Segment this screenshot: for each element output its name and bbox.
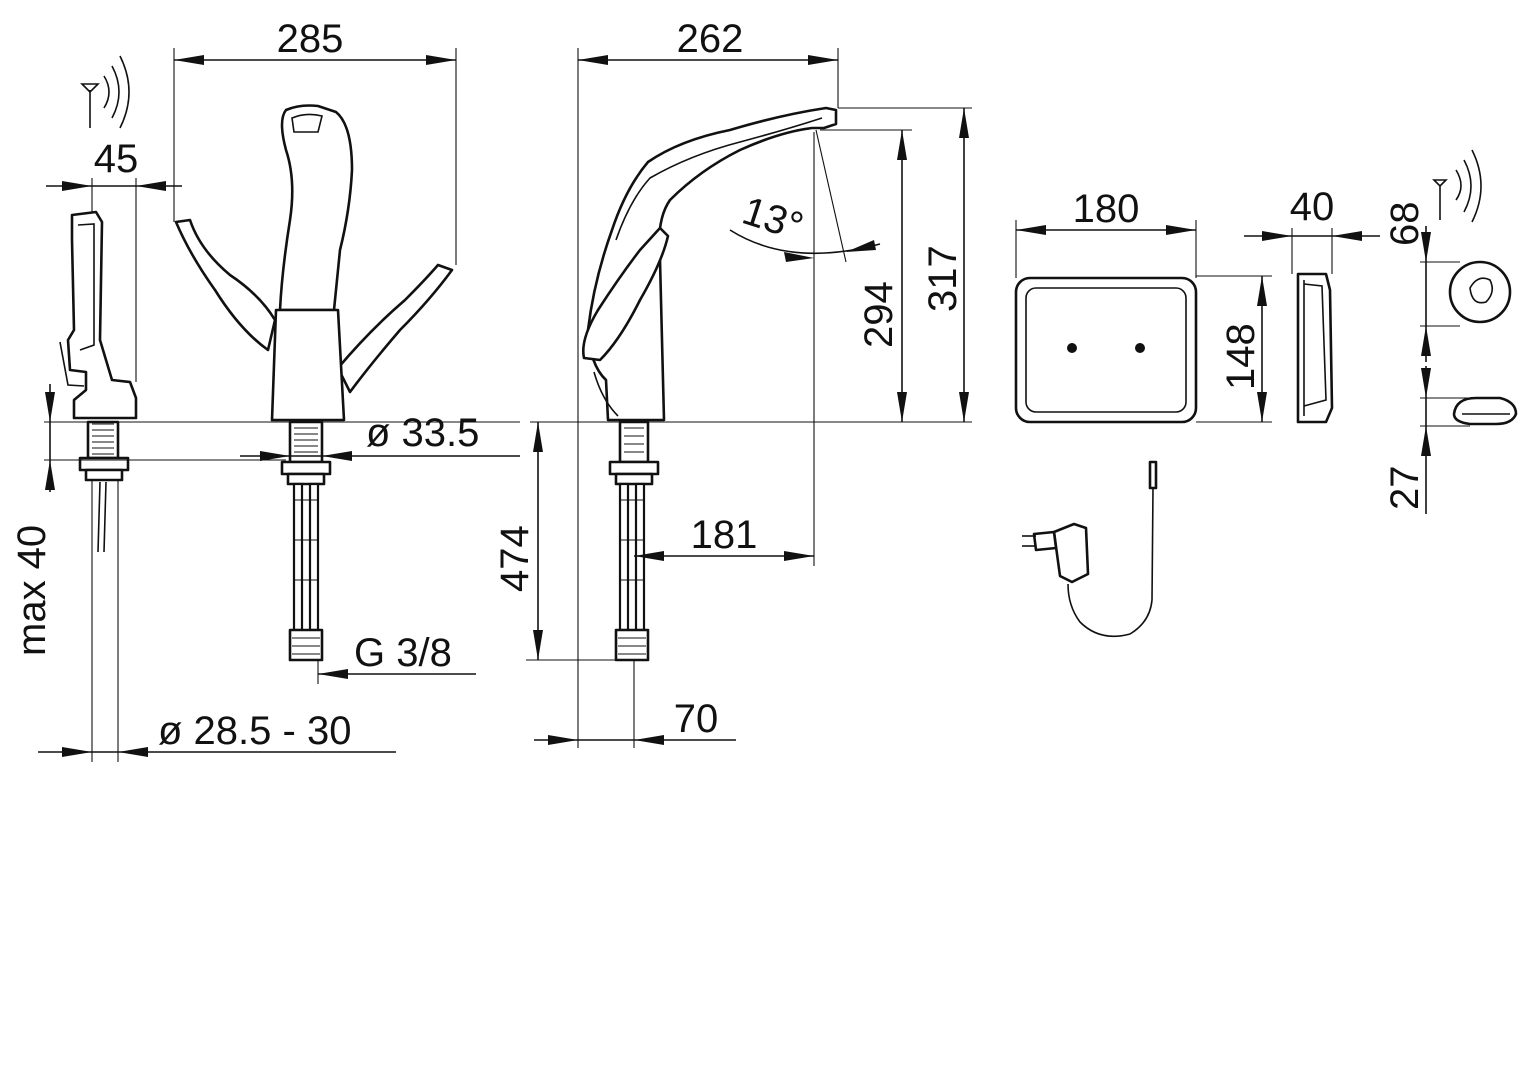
dim-spout-reach: 181 bbox=[691, 513, 758, 557]
dim-base-offset: 70 bbox=[674, 697, 719, 741]
dim-total-height: 317 bbox=[921, 245, 965, 312]
dim-sensor-offset: 45 bbox=[94, 137, 139, 181]
battery-box-side: 40 bbox=[1244, 185, 1380, 424]
dim-sensor-diameter: 68 bbox=[1383, 202, 1427, 247]
dim-hose-length: 474 bbox=[493, 525, 537, 592]
wireless-antenna-icon bbox=[80, 55, 130, 129]
dim-battery-width: 180 bbox=[1073, 187, 1140, 231]
dim-max-thickness: max 40 bbox=[10, 525, 54, 656]
sensor-profile bbox=[59, 210, 138, 553]
dim-outlet-height: 294 bbox=[857, 281, 901, 348]
dim-battery-height: 148 bbox=[1219, 323, 1263, 390]
dim-sensor-height: 27 bbox=[1383, 466, 1427, 511]
faucet-front bbox=[174, 104, 454, 662]
battery-box-front: 180 148 bbox=[1014, 187, 1272, 424]
dim-hole-diameter: ø 33.5 bbox=[366, 411, 479, 455]
side-view: 262 13° 294 317 474 181 bbox=[493, 17, 972, 748]
power-adapter bbox=[1022, 460, 1158, 638]
dim-hole-range: ø 28.5 - 30 bbox=[158, 709, 351, 753]
dim-battery-depth: 40 bbox=[1290, 185, 1335, 229]
screw-hole-icon bbox=[1067, 343, 1077, 353]
wireless-antenna-icon bbox=[1432, 149, 1482, 223]
dim-width-total: 285 bbox=[277, 17, 344, 61]
sensor-unit: 68 27 bbox=[1383, 149, 1518, 514]
dim-connection-thread: G 3/8 bbox=[354, 631, 452, 675]
faucet-side bbox=[582, 106, 838, 662]
screw-hole-icon bbox=[1135, 343, 1145, 353]
front-view: 285 45 max 40 ø 33.5 ø 28.5 - 30 G 3/8 bbox=[10, 17, 520, 762]
dim-spout-length: 262 bbox=[677, 17, 744, 61]
